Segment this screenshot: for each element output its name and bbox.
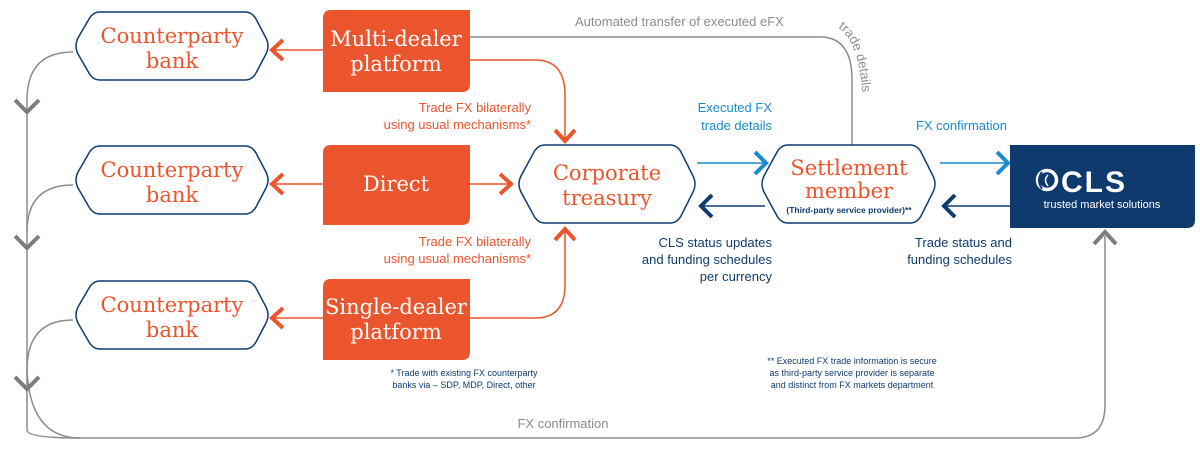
- direct-channel[interactable]: Direct: [323, 145, 470, 225]
- cls-tagline: trusted market solutions: [1044, 199, 1161, 211]
- automated-transfer-curve-label: trade details: [836, 18, 874, 93]
- trade-fx-label-top: Trade FX bilaterally: [419, 100, 532, 115]
- footnote-single: * Trade with existing FX counterparty: [390, 368, 538, 378]
- arrow-right-icon: [753, 150, 769, 176]
- corporate-treasury[interactable]: Corporate treasury: [518, 144, 696, 224]
- bank3-to-backbone-line: [26, 319, 81, 439]
- arrow-right-icon: [995, 150, 1011, 176]
- cls-status-label: per currency: [700, 269, 773, 284]
- fx-confirmation-bottom-label: FX confirmation: [517, 416, 608, 431]
- arrow-left-icon: [698, 193, 714, 219]
- arrow-up-icon: [553, 226, 577, 242]
- bank1-to-backbone-line: [26, 51, 81, 439]
- cls-box[interactable]: CLS trusted market solutions: [1010, 145, 1195, 228]
- trade-fx-label-top: using usual mechanisms*: [384, 117, 531, 132]
- node-label: bank: [146, 183, 198, 207]
- trade-status-label: Trade status and: [915, 235, 1012, 250]
- arrow-left-icon: [269, 38, 285, 62]
- single-dealer-to-treasury-line: [470, 230, 566, 319]
- footnote-single: banks via – SDP, MDP, Direct, other: [392, 380, 535, 390]
- cls-status-label: CLS status updates: [659, 235, 773, 250]
- node-label: Corporate: [553, 161, 661, 185]
- arrow-right-icon: [498, 172, 514, 196]
- bank2-to-backbone-line: [26, 184, 74, 233]
- orange-arrowheads: [269, 38, 577, 330]
- node-label: member: [805, 179, 894, 203]
- node-label: Single-dealer: [325, 295, 468, 319]
- fx-confirmation-top-label: FX confirmation: [916, 118, 1007, 133]
- counterparty-bank-1[interactable]: Counterparty bank: [75, 11, 269, 81]
- node-label: Counterparty: [101, 158, 244, 182]
- node-label: Counterparty: [101, 24, 244, 48]
- blue-connectors: [697, 162, 1010, 207]
- node-label: platform: [350, 320, 442, 344]
- counterparty-bank-3[interactable]: Counterparty bank: [75, 280, 269, 350]
- trade-fx-label-bottom: using usual mechanisms*: [384, 251, 531, 266]
- settlement-member[interactable]: Settlement member (Third-party service p…: [761, 144, 936, 224]
- cls-logo-text: CLS: [1061, 166, 1127, 199]
- chevron-down-icon: [13, 375, 41, 392]
- node-sublabel: (Third-party service provider)**: [786, 205, 912, 215]
- executed-fx-label: Executed FX: [698, 100, 773, 115]
- footnote-double: and distinct from FX markets department: [771, 380, 934, 390]
- executed-fx-label: trade details: [701, 118, 772, 133]
- bottom-fx-confirmation-line: [80, 236, 1106, 439]
- automated-transfer-label: Automated transfer of executed eFX: [575, 14, 784, 29]
- multi-dealer-to-treasury-line: [470, 59, 566, 140]
- node-label: Multi-dealer: [330, 27, 463, 51]
- orange-connectors: [275, 49, 566, 319]
- node-label: treasury: [562, 186, 652, 210]
- chevron-down-icon: [13, 98, 41, 115]
- chevron-up-icon: [1092, 229, 1118, 246]
- node-label: Counterparty: [101, 293, 244, 317]
- trade-status-label: funding schedules: [907, 252, 1012, 267]
- cls-status-label: and funding schedules: [642, 252, 773, 267]
- chevron-down-icon: [13, 234, 41, 251]
- node-label: bank: [146, 318, 198, 342]
- single-dealer-platform[interactable]: Single-dealer platform: [323, 279, 470, 360]
- arrow-left-icon: [941, 193, 957, 219]
- footnote-double: ** Executed FX trade information is secu…: [767, 356, 937, 366]
- node-label: platform: [350, 52, 442, 76]
- node-label: Settlement: [790, 156, 908, 180]
- node-label: bank: [146, 49, 198, 73]
- node-label: Direct: [363, 172, 430, 196]
- multi-dealer-platform[interactable]: Multi-dealer platform: [323, 10, 470, 92]
- footnote-double: as third-party service provider is separ…: [769, 368, 934, 378]
- arrow-left-icon: [269, 306, 285, 330]
- gray-connectors: [26, 36, 1106, 439]
- arrow-down-icon: [553, 128, 577, 144]
- arrow-left-icon: [269, 172, 285, 196]
- cls-logo-icon: [1035, 168, 1059, 192]
- counterparty-bank-2[interactable]: Counterparty bank: [75, 145, 269, 215]
- automated-transfer-line: [470, 36, 853, 148]
- trade-fx-label-bottom: Trade FX bilaterally: [419, 234, 532, 249]
